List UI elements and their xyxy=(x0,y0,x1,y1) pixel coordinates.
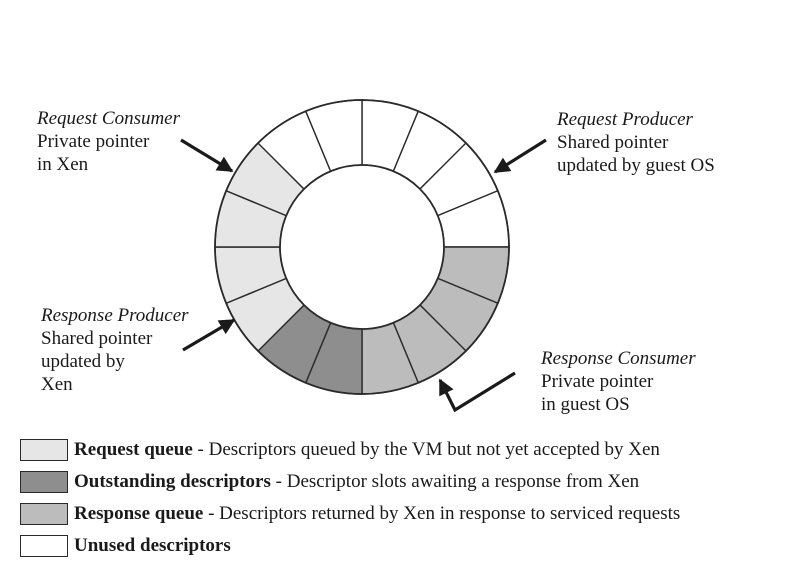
legend-term: Response queue xyxy=(74,503,204,524)
response-consumer-label: Response Consumer Private pointer in gue… xyxy=(541,347,696,416)
legend-swatch-response xyxy=(20,503,68,525)
request-producer-title: Request Producer xyxy=(557,109,693,130)
request-consumer-arrow xyxy=(180,138,234,173)
legend-description: - Descriptors returned by Xen in respons… xyxy=(203,503,681,524)
legend-text: Request queue - Descriptors queued by th… xyxy=(74,438,660,462)
ring-segments xyxy=(214,99,510,395)
request-producer-line: Shared pointer xyxy=(557,132,669,153)
legend-swatch-unused xyxy=(20,535,68,557)
response-producer-title: Response Producer xyxy=(41,305,189,326)
legend-text: Outstanding descriptors - Descriptor slo… xyxy=(74,470,639,494)
legend-description: - Descriptors queued by the VM but not y… xyxy=(192,439,660,460)
legend-swatch-outstanding xyxy=(20,471,68,493)
legend-swatch-request xyxy=(20,439,68,461)
response-consumer-arrow xyxy=(438,371,516,413)
response-consumer-line: in guest OS xyxy=(541,394,630,415)
request-producer-line: updated by guest OS xyxy=(557,155,715,176)
response-producer-line: Shared pointer xyxy=(41,328,153,349)
legend-text: Response queue - Descriptors returned by… xyxy=(74,502,680,526)
response-producer-line: Xen xyxy=(41,374,73,395)
legend-text: Unused descriptors xyxy=(74,534,231,558)
legend-item-outstanding: Outstanding descriptors - Descriptor slo… xyxy=(20,468,800,500)
ring-inner-hole xyxy=(279,164,445,330)
legend-item-unused: Unused descriptors xyxy=(20,532,800,564)
request-producer-label: Request Producer Shared pointer updated … xyxy=(557,108,715,177)
legend-term: Outstanding descriptors xyxy=(74,471,271,492)
request-producer-arrow xyxy=(493,138,547,174)
pointer-arrows xyxy=(180,138,547,413)
legend: Request queue - Descriptors queued by th… xyxy=(20,436,800,564)
legend-description: - Descriptor slots awaiting a response f… xyxy=(270,471,640,492)
response-producer-label: Response Producer Shared pointer updated… xyxy=(41,304,189,396)
legend-item-request: Request queue - Descriptors queued by th… xyxy=(20,436,800,468)
response-producer-line: updated by xyxy=(41,351,125,372)
response-consumer-title: Response Consumer xyxy=(541,348,696,369)
legend-item-response: Response queue - Descriptors returned by… xyxy=(20,500,800,532)
legend-term: Request queue xyxy=(74,439,193,460)
response-consumer-line: Private pointer xyxy=(541,371,654,392)
ring-outer-edge xyxy=(214,99,510,395)
request-consumer-line: in Xen xyxy=(37,154,89,175)
request-consumer-title: Request Consumer xyxy=(37,108,181,129)
request-consumer-line: Private pointer xyxy=(37,131,150,152)
request-consumer-label: Request Consumer Private pointer in Xen xyxy=(37,107,180,176)
legend-term: Unused descriptors xyxy=(74,535,231,556)
response-producer-arrow xyxy=(182,318,236,352)
